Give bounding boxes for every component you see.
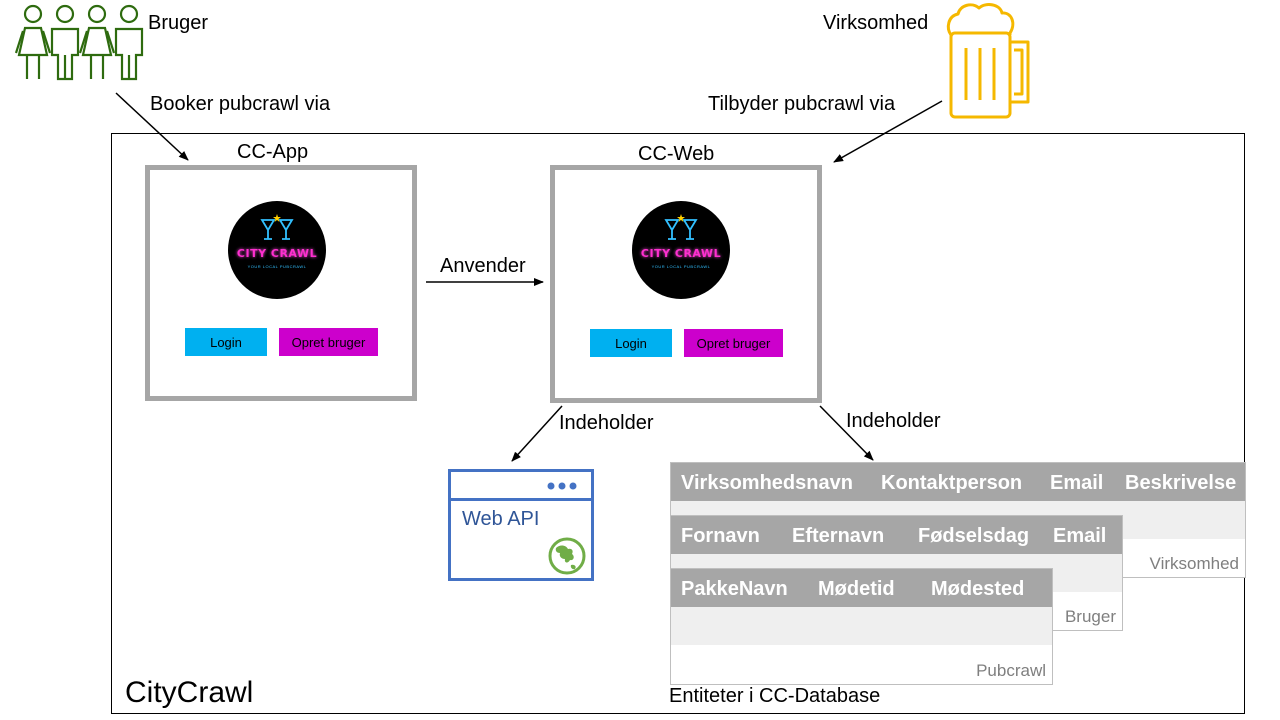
app-logo: CITY CRAWL YOUR LOCAL PUBCRAWL	[228, 201, 326, 299]
users-icon	[14, 4, 144, 81]
arrow-user-to-app	[115, 92, 189, 161]
web-logo: CITY CRAWL YOUR LOCAL PUBCRAWL	[632, 201, 730, 299]
entity-name: Pubcrawl	[976, 661, 1046, 680]
app-logo-text: CITY CRAWL	[236, 247, 318, 260]
entity-name: Bruger	[1064, 607, 1116, 626]
web-api-titlebar-divider	[451, 498, 591, 501]
cocktail-glasses-icon	[664, 214, 698, 240]
app-login-button[interactable]: Login	[185, 328, 267, 356]
column-header: Kontaktperson	[881, 472, 1023, 494]
app-logo-subtext: YOUR LOCAL PUBCRAWL	[247, 264, 307, 269]
web-login-button[interactable]: Login	[590, 329, 672, 357]
user-actor-label: Bruger	[148, 12, 209, 34]
web-create-user-button[interactable]: Opret bruger	[684, 329, 783, 357]
contains-api-label: Indeholder	[559, 412, 654, 434]
column-header: Mødetid	[818, 578, 895, 600]
web-api-window: Web API	[448, 469, 594, 581]
web-logo-subtext: YOUR LOCAL PUBCRAWL	[651, 264, 711, 269]
uses-relation-label: Anvender	[440, 255, 526, 277]
column-header: Email	[1053, 525, 1107, 547]
entity-pubcrawl: PakkeNavn Mødetid Mødested Pubcrawl	[670, 568, 1053, 685]
entity-pubcrawl-header: PakkeNavn Mødetid Mødested	[671, 569, 1052, 607]
web-api-label: Web API	[462, 508, 540, 530]
system-title: CityCrawl	[125, 676, 254, 709]
column-header: Email	[1050, 472, 1104, 494]
entity-bruger-header: Fornavn Efternavn Fødselsdag Email	[671, 516, 1122, 554]
contains-db-label: Indeholder	[846, 410, 941, 432]
column-header: Fødselsdag	[918, 525, 1030, 547]
beer-mug-icon	[946, 3, 1030, 119]
globe-icon	[548, 537, 586, 575]
web-title: CC-Web	[638, 143, 715, 165]
arrow-business-to-web	[833, 100, 943, 163]
web-logo-text: CITY CRAWL	[640, 247, 722, 260]
citycrawl-system-boundary	[111, 133, 1245, 714]
column-header: Virksomhedsnavn	[681, 472, 853, 494]
arrow-web-to-api	[511, 405, 563, 462]
entity-name: Virksomhed	[1149, 554, 1239, 573]
arrow-web-to-db	[819, 405, 874, 461]
database-caption: Entiteter i CC-Database	[669, 685, 881, 707]
app-title: CC-App	[237, 141, 309, 163]
cocktail-glasses-icon	[260, 214, 294, 240]
business-action-label: Tilbyder pubcrawl via	[708, 93, 896, 115]
table-row	[671, 607, 1052, 645]
entity-virksomhed-header: Virksomhedsnavn Kontaktperson Email Besk…	[671, 463, 1245, 501]
column-header: Beskrivelse	[1125, 472, 1237, 494]
column-header: Efternavn	[792, 525, 885, 547]
column-header: Fornavn	[681, 525, 760, 547]
window-dots-icon	[547, 482, 577, 490]
app-create-user-button[interactable]: Opret bruger	[279, 328, 378, 356]
column-header: PakkeNavn	[681, 578, 788, 600]
user-action-label: Booker pubcrawl via	[150, 93, 331, 115]
business-actor-label: Virksomhed	[823, 12, 929, 34]
column-header: Mødested	[931, 578, 1025, 600]
